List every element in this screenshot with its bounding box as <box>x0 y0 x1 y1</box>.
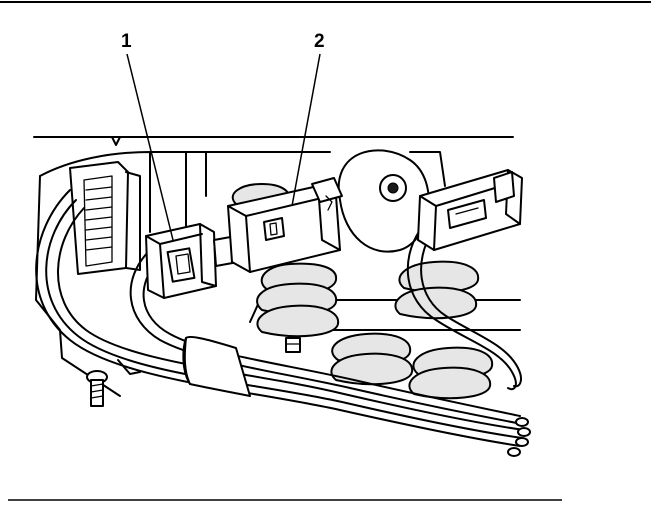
stud <box>285 337 301 353</box>
leader-line-1 <box>126 53 174 241</box>
connector-1 <box>145 223 239 299</box>
connector-right <box>417 169 523 251</box>
connector-2 <box>227 177 343 273</box>
coil-springs <box>228 183 494 400</box>
leader-line-2 <box>291 53 321 207</box>
left-terminal-block <box>69 161 141 275</box>
screw-icon <box>86 370 108 407</box>
wire-harness <box>35 189 531 457</box>
callout-1: 1 <box>121 31 132 52</box>
callout-2: 2 <box>314 31 325 52</box>
